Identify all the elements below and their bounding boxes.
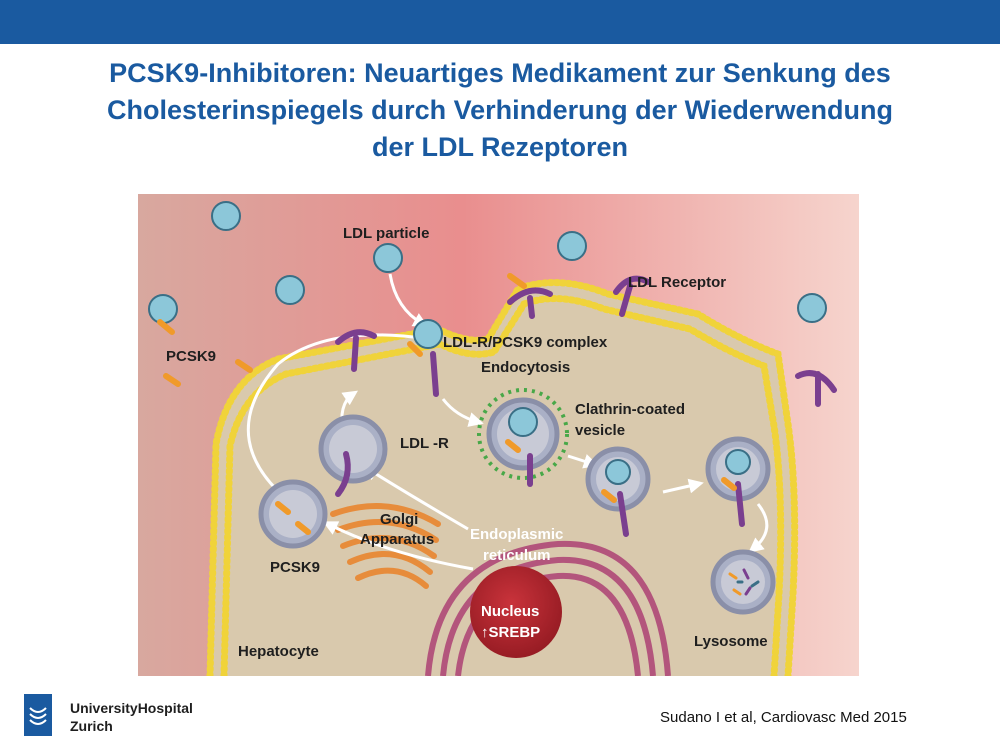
label-reticulum: reticulum <box>483 547 551 564</box>
pcsk9-molecule <box>163 373 181 387</box>
endoplasmic-reticulum <box>425 540 671 676</box>
university-hospital-logo: UniversityHospital Zurich <box>24 694 224 740</box>
ldl-receptor <box>795 370 837 407</box>
label-ldl-particle: LDL particle <box>343 225 429 242</box>
title-line-1: PCSK9-Inhibitoren: Neuartiges Medikament… <box>109 58 891 88</box>
arrow-ldl-binding <box>388 273 429 327</box>
ldl-receptor <box>430 351 439 397</box>
pcsk9-molecule <box>275 501 291 515</box>
ldl-particles <box>148 201 827 485</box>
label-pcsk9-intracellular: PCSK9 <box>270 559 320 576</box>
label-ldl-receptor: LDL Receptor <box>628 274 726 291</box>
golgi-apparatus <box>330 503 441 589</box>
label-srebp: ↑SREBP <box>481 624 540 641</box>
pcsk9-molecule <box>505 439 521 453</box>
pcsk9-molecule <box>407 341 423 357</box>
ldl-particle <box>275 275 305 305</box>
lysosome-debris <box>728 568 760 596</box>
top-banner <box>0 0 1000 44</box>
logo-wave-icon <box>29 707 47 725</box>
arrow-er-to-ldlr <box>362 465 469 531</box>
arrow-endocytosis <box>441 398 484 427</box>
ldl-receptors <box>335 275 837 537</box>
logo-line-2: Zurich <box>70 718 113 734</box>
label-pcsk9-extracellular: PCSK9 <box>166 348 216 365</box>
pcsk9-molecule <box>235 359 253 373</box>
pcsk9-molecule <box>721 477 737 491</box>
ldl-receptor <box>335 451 351 497</box>
title-line-3: der LDL Rezeptoren <box>371 132 629 162</box>
ldl-receptor <box>335 329 377 372</box>
arrow-to-vesicle-3 <box>662 478 704 494</box>
label-vesicle: vesicle <box>575 422 625 439</box>
ldl-particle <box>211 201 241 231</box>
clathrin-coat <box>477 388 569 480</box>
ldl-particle <box>725 449 751 475</box>
pcsk9-molecules <box>157 273 737 535</box>
ldl-particle <box>148 294 178 324</box>
logo-text: UniversityHospital Zurich <box>70 699 193 735</box>
ldl-particle <box>557 231 587 261</box>
ldl-receptor <box>735 481 745 527</box>
ldl-particle <box>605 459 631 485</box>
pcsk9-molecule <box>507 273 527 289</box>
pcsk9-molecule <box>157 319 175 335</box>
label-ldl-r: LDL -R <box>400 435 449 452</box>
label-golgi: Golgi <box>380 511 418 528</box>
title-line-2: Cholesterinspiegels durch Verhinderung d… <box>107 95 893 125</box>
label-apparatus: Apparatus <box>360 531 434 548</box>
label-clathrin-coated: Clathrin-coated <box>575 401 685 418</box>
cell-membrane-inner <box>220 295 785 676</box>
label-hepatocyte: Hepatocyte <box>238 643 319 660</box>
ldl-particle <box>508 407 538 437</box>
pathway-arrows <box>246 273 769 571</box>
pcsk9-molecule <box>295 521 311 535</box>
arrow-er-to-golgi <box>322 521 474 571</box>
label-nucleus: Nucleus <box>481 603 539 620</box>
label-endoplasmic: Endoplasmic <box>470 526 563 543</box>
arrow-to-lysosome <box>748 503 769 553</box>
pcsk9-mechanism-diagram: LDL particle LDL Receptor PCSK9 LDL-R/PC… <box>138 194 859 676</box>
ldl-receptor <box>507 287 553 319</box>
pcsk9-molecule <box>601 489 617 503</box>
citation: Sudano I et al, Cardiovasc Med 2015 <box>660 709 907 726</box>
arrow-to-vesicle-2 <box>567 454 599 469</box>
ldl-particle <box>797 293 827 323</box>
cell-membrane-outer <box>206 279 799 676</box>
ldl-particle <box>413 319 443 349</box>
ldl-particle <box>373 243 403 273</box>
label-endocytosis: Endocytosis <box>481 359 570 376</box>
ldl-receptor <box>613 275 651 317</box>
ldl-receptor <box>617 491 629 537</box>
logo-line-1: UniversityHospital <box>70 700 193 716</box>
label-lysosome: Lysosome <box>694 633 768 650</box>
label-ldlr-pcsk9-complex: LDL-R/PCSK9 complex <box>443 334 608 351</box>
logo-emblem <box>24 694 52 736</box>
nucleus <box>470 566 562 658</box>
slide-title: PCSK9-Inhibitoren: Neuartiges Medikament… <box>0 55 1000 166</box>
